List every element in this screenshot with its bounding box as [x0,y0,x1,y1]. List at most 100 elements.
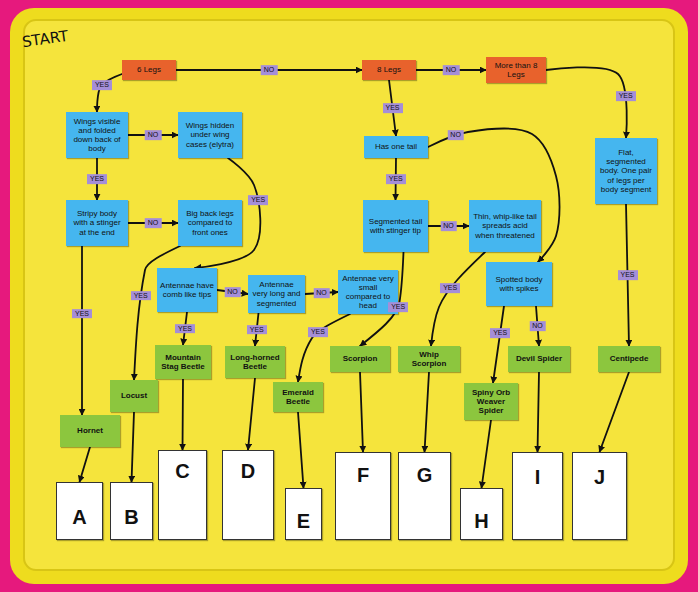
connector-arrow [546,67,627,138]
answer-tag: YES [386,174,406,184]
node-text: J [576,467,623,487]
question-box: Antennae very long and segmented [248,275,305,313]
node-text: Thin, whip-like tail spreads acid when t… [472,212,538,240]
connector-arrow [81,246,83,415]
question-box: Antennae have comb like tips [157,268,217,312]
node-text: A [60,507,99,527]
answer-tag: NO [145,130,162,140]
node-text: Antennae very small compared to head [341,274,395,311]
connector-arrow [431,252,485,346]
letter-box: D [222,450,274,540]
letter-box: B [110,482,153,540]
node-text: Stripy body with a stinger at the end [69,209,125,237]
node-text: Centipede [601,354,657,363]
node-text: E [289,511,318,531]
leg-count-box: 6 Legs [122,60,176,80]
answer-box: Emerald Beetle [273,382,323,412]
node-text: Hornet [63,426,117,435]
tray-rim [10,8,688,584]
answer-box: Centipede [598,346,660,372]
connector-arrow [428,128,560,262]
question-box: Stripy body with a stinger at the end [66,200,128,246]
connector-arrow [298,412,304,488]
node-text: Locust [113,391,155,400]
connector-arrow [132,412,135,482]
node-text: D [226,461,270,481]
answer-tag: YES [175,324,195,334]
node-text: B [114,507,149,527]
letter-box: C [158,450,207,540]
answer-tag: YES [440,284,460,294]
connector-arrow [182,379,184,450]
connector-arrow [248,378,255,450]
node-text: Mountain Stag Beetle [158,353,208,371]
answer-tag: YES [72,309,92,319]
answer-tag: YES [617,270,637,280]
connector-arrow [482,420,492,488]
node-text: Spotted body with spikes [489,275,549,293]
question-box: Wings visible and folded down back of bo… [66,112,128,158]
connector-arrow [425,372,430,452]
node-text: Antennae very long and segmented [251,280,302,308]
answer-tag: YES [247,325,267,335]
answer-tag: NO [447,130,464,140]
answer-tag: YES [131,291,151,301]
node-text: Flat, segmented body. One pair of legs p… [598,148,654,194]
connector-arrow [80,447,91,482]
answer-tag: NO [313,288,330,298]
node-text: Big back legs compared to front ones [181,209,239,237]
node-text: 6 Legs [125,65,173,74]
node-text: Scorpion [333,354,387,363]
answer-tag: YES [87,174,107,184]
node-text: Emerald Beetle [276,388,320,406]
answer-box: Locust [110,380,158,412]
node-text: Antennae have comb like tips [160,281,214,299]
node-text: H [464,511,499,531]
node-text: Whip Scorpion [401,350,457,368]
node-text: More than 8 Legs [489,61,543,79]
node-text: Spiny Orb Weaver Spider [467,388,515,416]
question-box: Flat, segmented body. One pair of legs p… [595,138,657,204]
node-text: I [516,467,559,487]
answer-tag: NO [440,221,457,231]
answer-tag: NO [145,218,162,228]
answer-tag: YES [248,195,268,205]
answer-box: Whip Scorpion [398,346,460,372]
answer-box: Long-horned Beetle [225,346,285,378]
letter-box: F [335,452,391,540]
node-text: 8 Legs [365,65,413,74]
letter-box: G [398,452,451,540]
node-text: Wings visible and folded down back of bo… [69,117,125,154]
connector-arrow [538,372,540,452]
answer-tag: NO [443,65,460,75]
answer-tag: YES [382,103,402,113]
node-text: C [162,461,203,481]
node-text: F [339,465,387,485]
question-box: Big back legs compared to front ones [178,200,242,246]
connector-arrow [600,372,630,452]
answer-box: Spiny Orb Weaver Spider [464,383,518,420]
letter-box: A [56,482,103,540]
answer-tag: NO [224,287,241,297]
answer-tag: NO [261,65,278,75]
answer-box: Devil Spider [508,346,570,372]
leg-count-box: More than 8 Legs [486,57,546,83]
answer-box: Mountain Stag Beetle [155,345,211,379]
answer-tag: YES [388,302,408,312]
answer-tag: YES [308,327,328,337]
connector-arrow [360,372,363,452]
answer-tag: YES [616,91,636,101]
node-text: Wings hidden under wing cases (elytra) [181,121,239,149]
letter-box: H [460,488,503,540]
question-box: Thin, whip-like tail spreads acid when t… [469,200,541,252]
node-text: G [402,465,447,485]
answer-tag: YES [490,328,510,338]
connector-arrow [493,306,504,383]
letter-box: I [512,452,563,540]
answer-box: Hornet [60,415,120,447]
question-box: Has one tail [364,136,428,158]
question-box: Wings hidden under wing cases (elytra) [178,112,242,158]
question-box: Segmented tail with stinger tip [363,200,428,252]
